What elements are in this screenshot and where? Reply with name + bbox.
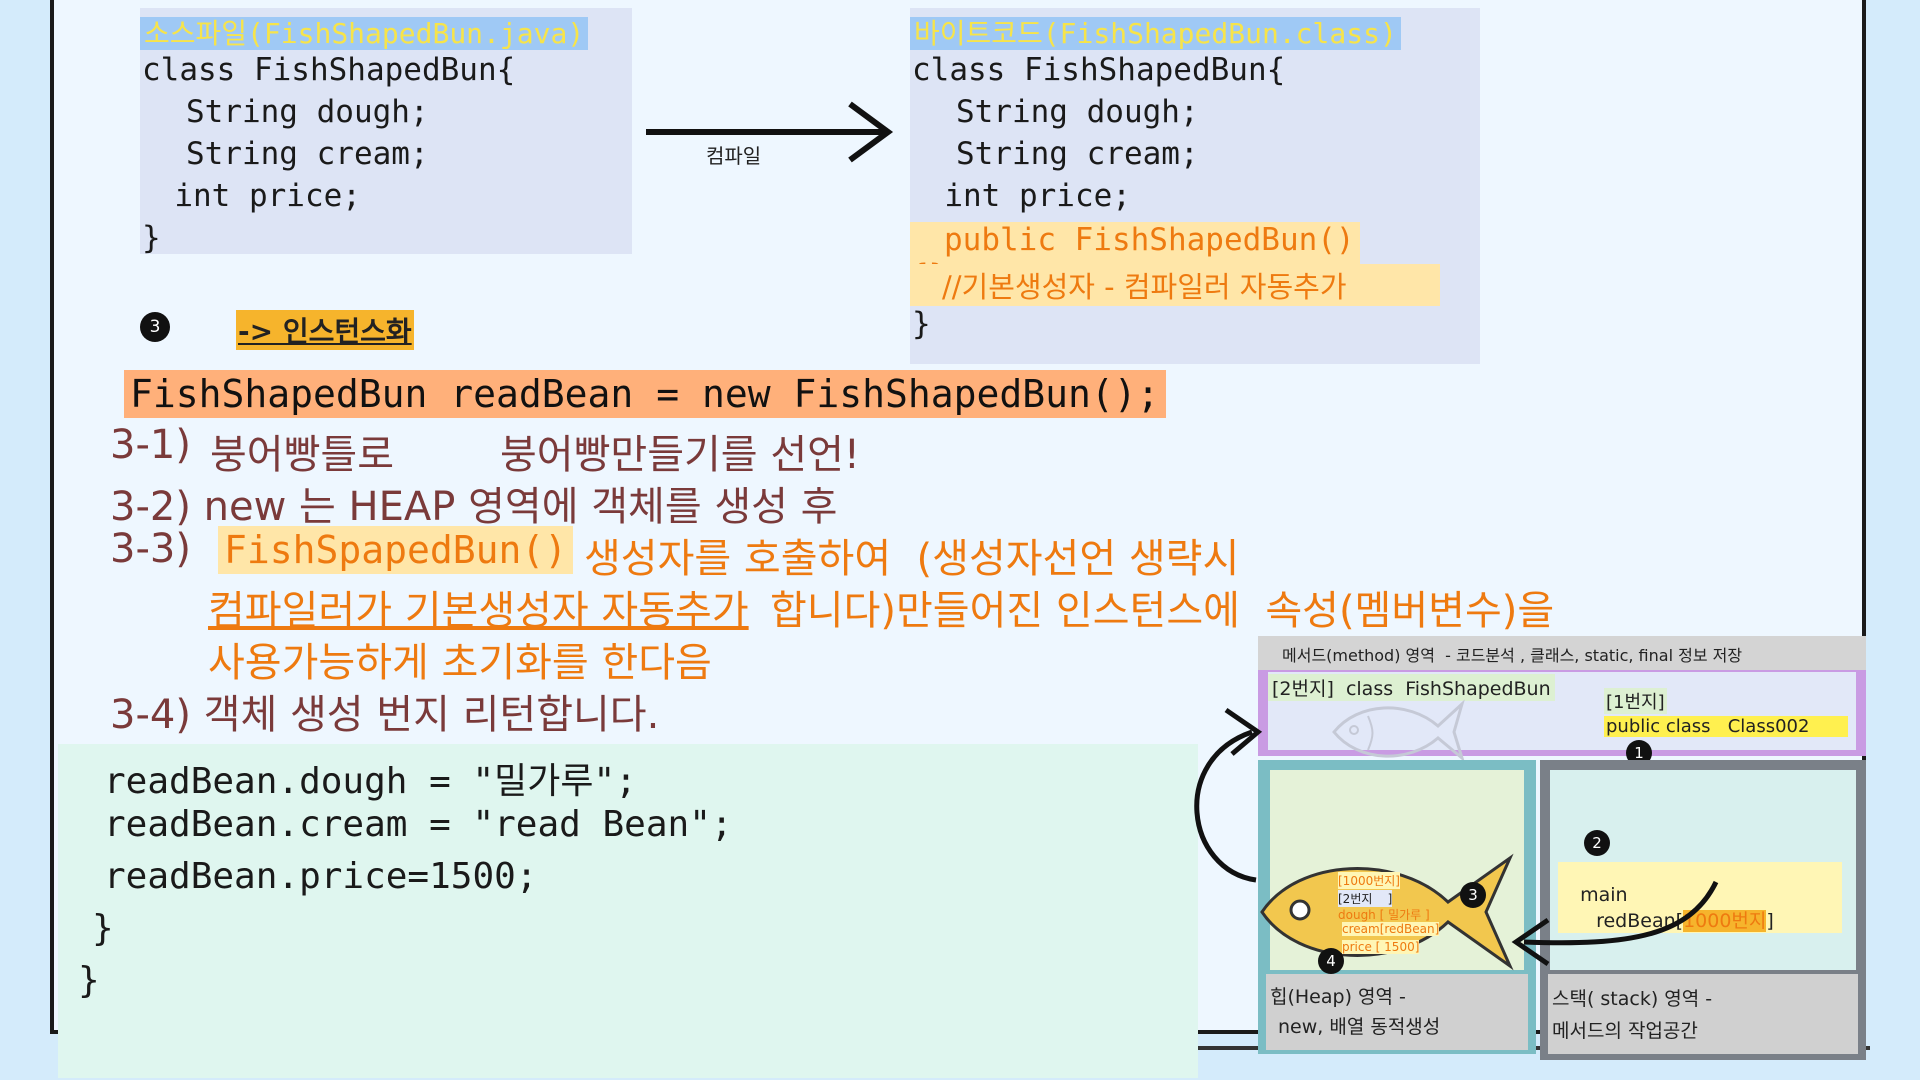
step-3-3-rest: 생성자를 호출하여 (생성자선언 생략시	[584, 536, 1240, 582]
step-3-3-line2-underlined: 컴파일러가 기본생성자 자동추가	[208, 588, 749, 634]
step-3-3-line3: 사용가능하게 초기화를 한다음	[208, 640, 712, 686]
assign-line-1: readBean.dough = "밀가루";	[104, 761, 637, 802]
bytecode-comment: //기본생성자 - 컴파일러 자동추가	[910, 264, 1440, 306]
step-3-1-b: 붕어빵만들기를 선언!	[500, 432, 860, 478]
bytecode-title: 바이트코드(FishShapedBun.class)	[910, 12, 1401, 52]
step-3-4: 3-4) 객체 생성 번지 리턴합니다.	[110, 692, 660, 738]
section-badge: 3	[140, 312, 170, 342]
stack-to-heap-arrow-icon	[1511, 880, 1719, 967]
bytecode-line-4: int price;	[907, 178, 1131, 214]
bytecode-line-2: String dough;	[900, 94, 1199, 130]
assign-line-4: }	[92, 908, 114, 949]
fish-price: price [ 1500]	[1342, 940, 1420, 954]
stack-close: ]	[1766, 910, 1774, 932]
compile-arrow-icon	[646, 101, 894, 163]
method-addr1: [1번지]	[1604, 688, 1667, 714]
fish-cream: cream[redBean]	[1342, 922, 1440, 936]
source-line-3: String cream;	[130, 136, 429, 172]
step-3-3-line2-rest: 합니다)만들어진 인스턴스에 속성(멤버변수)을	[770, 588, 1555, 634]
step-3-1-number: 3-1)	[110, 422, 191, 468]
assign-line-3: readBean.price=1500;	[104, 856, 538, 897]
stack-label-2: 메서드의 작업공간	[1552, 1020, 1698, 1042]
badge-3: 3	[1460, 882, 1486, 908]
fish-object-icon	[1260, 853, 1514, 971]
section-title: -> 인스턴스화	[236, 310, 414, 350]
step-3-1-a: 붕어빵틀로	[210, 432, 394, 478]
source-title: 소스파일(FishShapedBun.java)	[140, 12, 589, 52]
source-line-1: class FishShapedBun{	[142, 52, 516, 88]
method-public-class: public class Class002	[1604, 716, 1848, 737]
stack-main: main	[1580, 884, 1628, 906]
stack-var: redBean[	[1596, 910, 1684, 932]
badge-2: 2	[1584, 830, 1610, 856]
fish-ref: [2번지 ]	[1338, 890, 1393, 907]
stack-addr: 1000번지	[1683, 910, 1767, 932]
heap-to-method-arrow-icon	[1194, 707, 1263, 883]
heap-label-1: 힙(Heap) 영역 -	[1270, 986, 1406, 1008]
assign-close: }	[78, 960, 100, 1001]
stack-label-box	[1548, 974, 1858, 1054]
fish-outline-icon	[1332, 699, 1465, 763]
method-class-entry: [2번지] class FishShapedBun	[1268, 674, 1555, 701]
bytecode-close: }	[912, 306, 931, 342]
badge-4: 4	[1318, 948, 1344, 974]
method-area-title: 메서드(method) 영역 - 코드분석 , 클래스, static, fin…	[1282, 646, 1743, 665]
assignment-box	[58, 744, 1198, 1078]
compile-label: 컴파일	[706, 144, 762, 168]
source-line-2: String dough;	[130, 94, 429, 130]
method-area-header	[1258, 636, 1866, 670]
assign-line-2: readBean.cream = "read Bean";	[104, 804, 733, 845]
step-3-3-ctor: FishSpapedBun()	[218, 526, 574, 574]
stack-frame-entry: main redBean[1000번지]	[1558, 862, 1842, 933]
bytecode-line-1: class FishShapedBun{	[912, 52, 1286, 88]
source-line-4: int price;	[137, 178, 361, 214]
source-line-5: }	[142, 220, 161, 256]
heap-label-box	[1266, 974, 1528, 1050]
bytecode-line-3: String cream;	[900, 136, 1199, 172]
fish-addr: [1000번지]	[1338, 872, 1400, 889]
step-3-3-number: 3-3)	[110, 526, 191, 572]
instantiation-statement: FishShapedBun readBean = new FishShapedB…	[124, 370, 1166, 418]
stack-label-1: 스택( stack) 영역 -	[1552, 988, 1713, 1010]
heap-label-2: new, 배열 동적생성	[1278, 1016, 1441, 1038]
step-3-2: 3-2) new 는 HEAP 영역에 객체를 생성 후	[110, 484, 838, 530]
fish-dough: dough [ 밀가루 ]	[1338, 908, 1430, 922]
